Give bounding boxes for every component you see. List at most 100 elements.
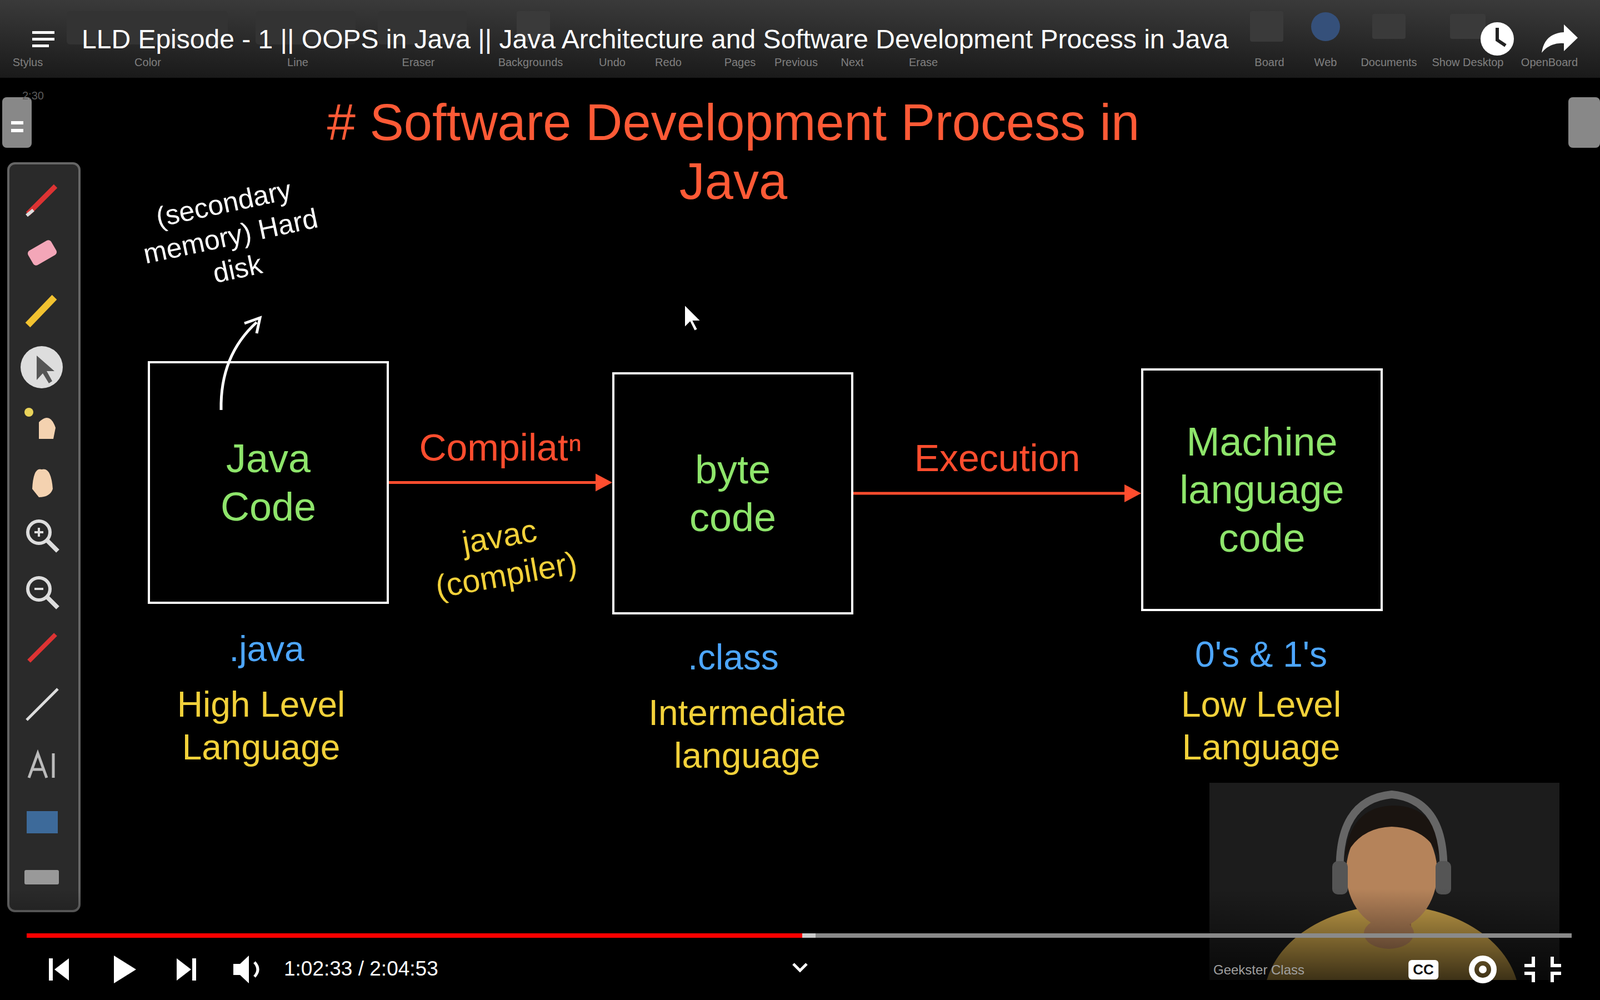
side-tab bbox=[11, 121, 24, 125]
control-bar bbox=[793, 963, 807, 971]
control-bar bbox=[1478, 965, 1487, 974]
toolbar-label: Documents bbox=[1360, 55, 1417, 69]
tool-panel bbox=[27, 297, 55, 325]
leader-arrow bbox=[221, 322, 257, 410]
control-bar bbox=[26, 933, 1572, 938]
toolbar-label: Eraser bbox=[402, 55, 435, 69]
side-tab bbox=[2, 97, 32, 148]
top-bar bbox=[0, 0, 1600, 78]
tool-panel bbox=[46, 596, 58, 608]
tool-panel bbox=[26, 811, 58, 834]
toolbar-label: Web bbox=[1314, 55, 1338, 69]
top-bar bbox=[0, 0, 1600, 78]
toolbar-label: Color bbox=[134, 55, 162, 69]
language-level: Intermediate language bbox=[613, 691, 881, 778]
toolbar-label: Backgrounds bbox=[498, 55, 564, 69]
control-bar bbox=[176, 958, 192, 981]
toolbar-label: Next bbox=[840, 55, 864, 69]
mouse-cursor bbox=[684, 304, 702, 332]
control-bar bbox=[0, 888, 1600, 1000]
toolbar-label: Undo bbox=[598, 55, 626, 69]
tool-panel bbox=[8, 163, 80, 912]
arrow-head bbox=[595, 473, 613, 492]
webcam-overlay bbox=[1340, 794, 1444, 878]
box-label: Java Code bbox=[198, 434, 338, 531]
flow-arrow bbox=[388, 481, 598, 484]
menu-icon bbox=[32, 31, 55, 34]
diagram-title: # Software Development Process in Java bbox=[322, 93, 1145, 212]
page-time: 2:30 bbox=[22, 88, 44, 103]
top-bar bbox=[1250, 11, 1284, 42]
toolbar-label: Redo bbox=[655, 55, 682, 69]
tool-panel bbox=[28, 634, 56, 662]
side-tab bbox=[1568, 97, 1600, 148]
toolbar-label: OpenBoard bbox=[1521, 55, 1578, 69]
tool-panel bbox=[24, 407, 34, 417]
watermark: Geekster Class bbox=[1213, 962, 1305, 979]
tool-panel bbox=[26, 210, 34, 216]
menu-icon bbox=[32, 44, 49, 48]
leader-arrow bbox=[244, 317, 260, 334]
mouse-cursor bbox=[684, 304, 702, 332]
control-bar bbox=[802, 933, 816, 938]
share-icon bbox=[1541, 24, 1578, 53]
side-tab bbox=[11, 128, 24, 133]
clock-icon bbox=[1480, 22, 1514, 56]
share-icon bbox=[1541, 24, 1578, 53]
file-extension: .class bbox=[622, 636, 845, 679]
tool-panel bbox=[38, 417, 56, 439]
toolbar-label: Pages bbox=[724, 55, 757, 69]
tool-panel bbox=[24, 870, 59, 885]
top-bar bbox=[1372, 13, 1406, 39]
top-bar bbox=[1450, 13, 1486, 39]
tool-panel bbox=[26, 688, 58, 720]
tool-panel bbox=[8, 163, 80, 912]
leader-arrow bbox=[221, 317, 260, 410]
control-bar bbox=[254, 962, 258, 977]
language-level: Low Level Language bbox=[1150, 683, 1373, 769]
process-box: Java Code bbox=[147, 361, 389, 604]
tool-panel bbox=[20, 346, 63, 389]
tool-panel bbox=[36, 355, 55, 384]
tool-panel bbox=[34, 587, 44, 590]
tool-panel bbox=[46, 540, 58, 552]
edge-label: Compilatⁿ bbox=[418, 425, 582, 471]
toolbar-label: Previous bbox=[774, 55, 818, 69]
toolbar-label: Erase bbox=[908, 55, 938, 69]
clock-icon bbox=[1497, 27, 1506, 46]
tool-panel bbox=[34, 527, 44, 537]
toolbar-label: Show Desktop bbox=[1432, 55, 1504, 69]
control-bar bbox=[1524, 956, 1562, 983]
tool-panel bbox=[26, 238, 59, 267]
toolbar-label: Stylus bbox=[12, 55, 43, 69]
menu-icon bbox=[32, 31, 55, 48]
video-title: LLD Episode - 1 || OOPS in Java || Java … bbox=[81, 23, 1229, 56]
binary-note: 0's & 1's bbox=[1150, 633, 1373, 677]
tool-panel bbox=[28, 753, 54, 778]
control-bar bbox=[48, 958, 53, 981]
control-bar bbox=[113, 955, 137, 984]
control-bar bbox=[192, 958, 197, 981]
control-bar bbox=[54, 958, 69, 981]
process-box: Machine language code bbox=[1141, 368, 1383, 612]
control-bar bbox=[1471, 958, 1494, 981]
clock-icon bbox=[1480, 22, 1514, 56]
memory-note: (secondary memory) Hard disk bbox=[122, 166, 339, 307]
toolbar-label: Line bbox=[287, 55, 309, 69]
control-bar bbox=[26, 933, 803, 938]
control-bar bbox=[233, 955, 249, 984]
language-level: High Level Language bbox=[150, 683, 373, 769]
top-bar bbox=[1311, 12, 1340, 42]
tool-panel bbox=[32, 468, 53, 498]
captions-button: CC bbox=[1408, 960, 1439, 980]
compiler-note: javac (compiler) bbox=[413, 502, 592, 608]
toolbar-label: Board bbox=[1254, 55, 1284, 69]
flow-arrow bbox=[853, 492, 1127, 495]
file-extension: .java bbox=[183, 627, 350, 671]
time-display: 1:02:33 / 2:04:53 bbox=[283, 956, 439, 982]
process-box: byte code bbox=[612, 372, 854, 615]
edge-label: Execution bbox=[914, 435, 1081, 482]
box-label: byte code bbox=[663, 445, 803, 542]
box-label: Machine language code bbox=[1170, 417, 1354, 562]
